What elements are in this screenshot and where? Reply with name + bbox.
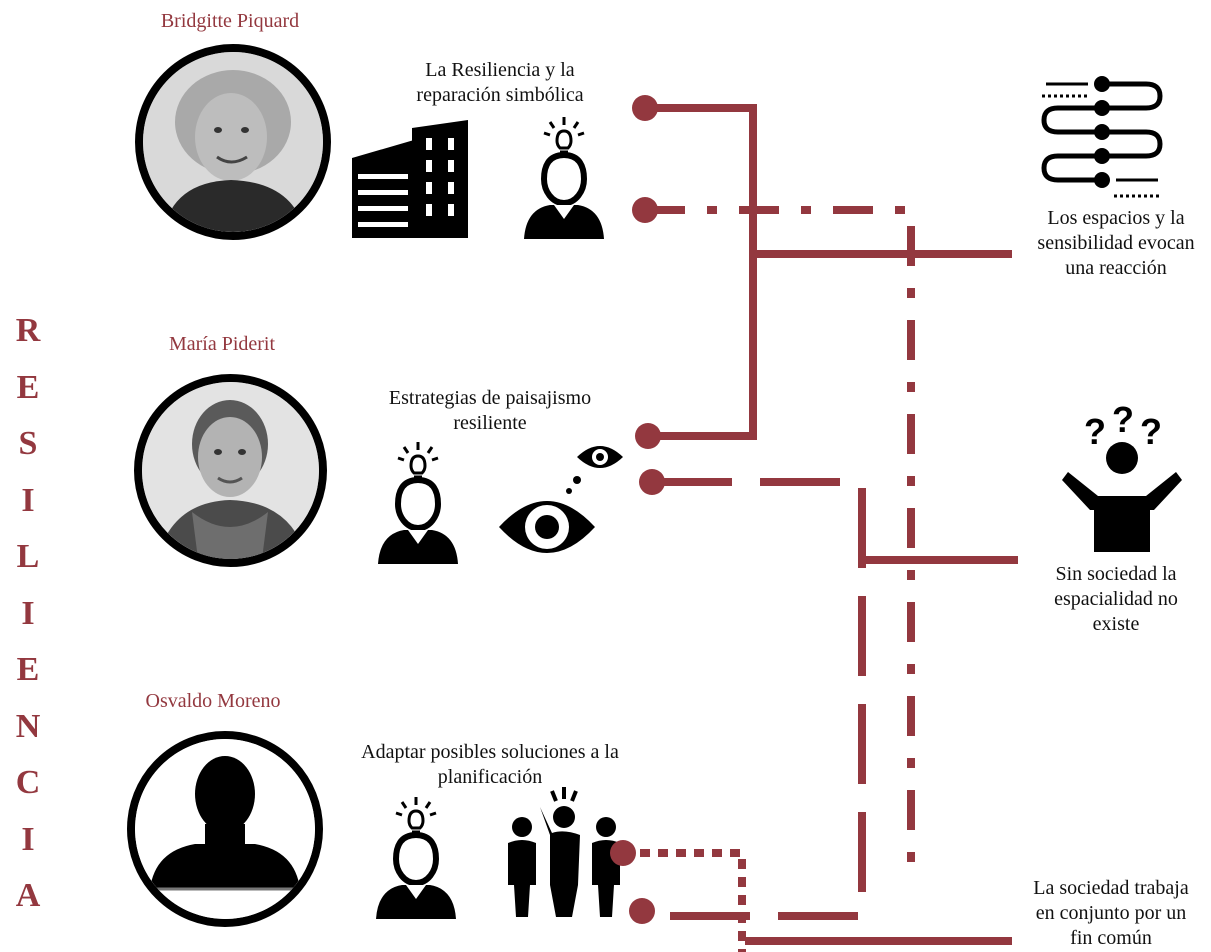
outcome-caption-3: La sociedad trabaja en conjunto por un f… xyxy=(1033,877,1189,949)
topic-caption-2: Estrategias de paisajismo resiliente xyxy=(388,387,592,434)
person-name-bridgitte: Bridgitte Piquard xyxy=(160,10,300,32)
building-icon xyxy=(352,118,472,240)
outcome-caption-2: Sin sociedad la espacialidad no existe xyxy=(1054,563,1178,635)
portrait-bridgitte xyxy=(135,44,331,240)
svg-text:?: ? xyxy=(1084,411,1106,452)
outcome-caption-1: Los espacios y la sensibilidad evocan un… xyxy=(1037,207,1195,279)
woman-photo-icon xyxy=(143,52,323,232)
svg-text:?: ? xyxy=(1140,411,1162,452)
eye-icon xyxy=(497,435,625,563)
idea-person-icon xyxy=(372,795,460,920)
idea-person-icon xyxy=(520,115,608,240)
idea-person-icon xyxy=(374,440,462,565)
topic-caption-1: La Resiliencia y la reparación simbólica xyxy=(416,59,584,106)
person-name-maria: María Piderit xyxy=(168,333,276,355)
portrait-maria xyxy=(134,374,327,567)
woman-photo-icon xyxy=(142,382,319,559)
portrait-osvaldo xyxy=(127,731,323,927)
svg-text:?: ? xyxy=(1112,402,1134,440)
vertical-title-resiliencia: R E S I L I E N C I A xyxy=(15,312,41,914)
user-silhouette-icon xyxy=(135,739,315,919)
confused-person-icon: ? ? ? xyxy=(1058,402,1188,554)
topic-caption-3: Adaptar posibles soluciones a la planifi… xyxy=(361,741,619,788)
flow-process-icon xyxy=(1038,72,1168,202)
person-name-osvaldo: Osvaldo Moreno xyxy=(145,690,281,712)
